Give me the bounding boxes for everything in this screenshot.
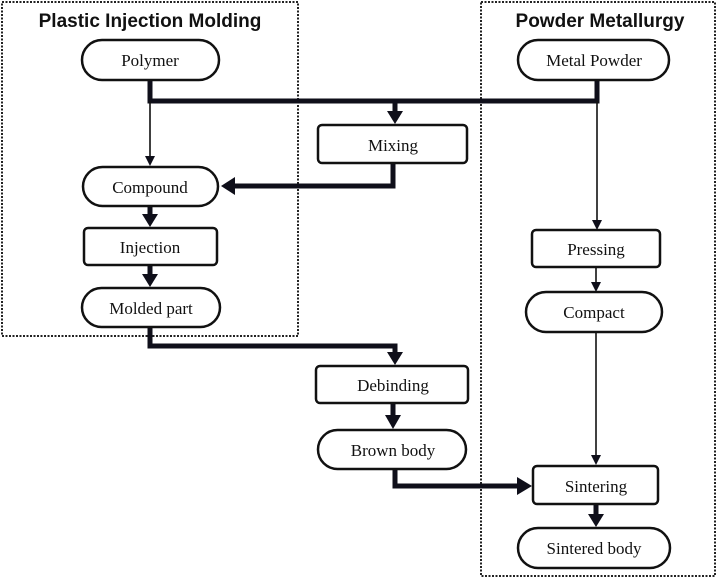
arrowhead-injection <box>142 214 158 227</box>
arrowhead-mixing <box>387 111 403 124</box>
edge-mixing-to-compound <box>234 163 396 189</box>
node-label: Sintered body <box>547 539 642 558</box>
edge-brown-body-to-sintering <box>392 469 518 489</box>
node-sintering: Sintering <box>531 464 660 506</box>
node-label: Sintering <box>565 477 628 496</box>
arrowhead-sintered-body <box>588 514 604 527</box>
node-label: Metal Powder <box>546 51 642 70</box>
node-debinding: Debinding <box>314 364 470 405</box>
process-shape <box>530 228 662 269</box>
arrowhead-molded-part <box>142 274 158 287</box>
node-sintered-body: Sintered body <box>516 526 672 570</box>
edge-molded-part-to-debinding <box>147 327 398 354</box>
process-shape <box>531 464 660 506</box>
node-polymer: Polymer <box>80 38 221 82</box>
node-label: Injection <box>120 238 181 257</box>
terminal-shape <box>516 526 672 570</box>
node-label: Compound <box>112 178 188 197</box>
node-pressing: Pressing <box>530 228 662 269</box>
node-compact: Compact <box>524 290 664 334</box>
connectors <box>142 80 604 527</box>
node-molded-part: Molded part <box>80 286 222 329</box>
node-label: Polymer <box>121 51 179 70</box>
node-metal-powder: Metal Powder <box>516 38 671 82</box>
process-shape <box>82 226 219 267</box>
powder-metallurgy-title: Powder Metallurgy <box>516 11 685 32</box>
arrowhead-compact <box>591 282 601 292</box>
process-shape <box>314 364 470 405</box>
terminal-shape <box>524 290 664 334</box>
powder-metallurgy-group <box>480 1 716 577</box>
node-label: Molded part <box>109 299 193 318</box>
arrowhead-debinding <box>387 352 403 365</box>
arrowhead-pressing <box>592 220 602 230</box>
node-label: Brown body <box>351 441 436 460</box>
node-brown-body: Brown body <box>316 428 468 471</box>
node-label: Mixing <box>368 136 419 155</box>
process-shape <box>316 123 469 165</box>
terminal-shape <box>81 165 220 208</box>
arrowhead-sintering-side <box>517 477 532 495</box>
plastic-injection-molding-title: Plastic Injection Molding <box>39 11 262 32</box>
terminal-shape <box>516 38 671 82</box>
node-label: Compact <box>563 303 625 322</box>
edge-feedstock-bus <box>147 80 600 104</box>
arrowhead-compound-side <box>221 177 235 195</box>
node-compound: Compound <box>81 165 220 208</box>
arrowhead-compound-top <box>145 156 155 166</box>
arrowhead-brown-body <box>385 415 401 429</box>
node-label: Pressing <box>567 240 625 259</box>
terminal-shape <box>80 38 221 82</box>
terminal-shape <box>316 428 468 471</box>
node-mixing: Mixing <box>316 123 469 165</box>
node-label: Debinding <box>357 376 429 395</box>
terminal-shape <box>80 286 222 329</box>
node-injection: Injection <box>82 226 219 267</box>
arrowhead-sintering-top <box>591 455 601 465</box>
